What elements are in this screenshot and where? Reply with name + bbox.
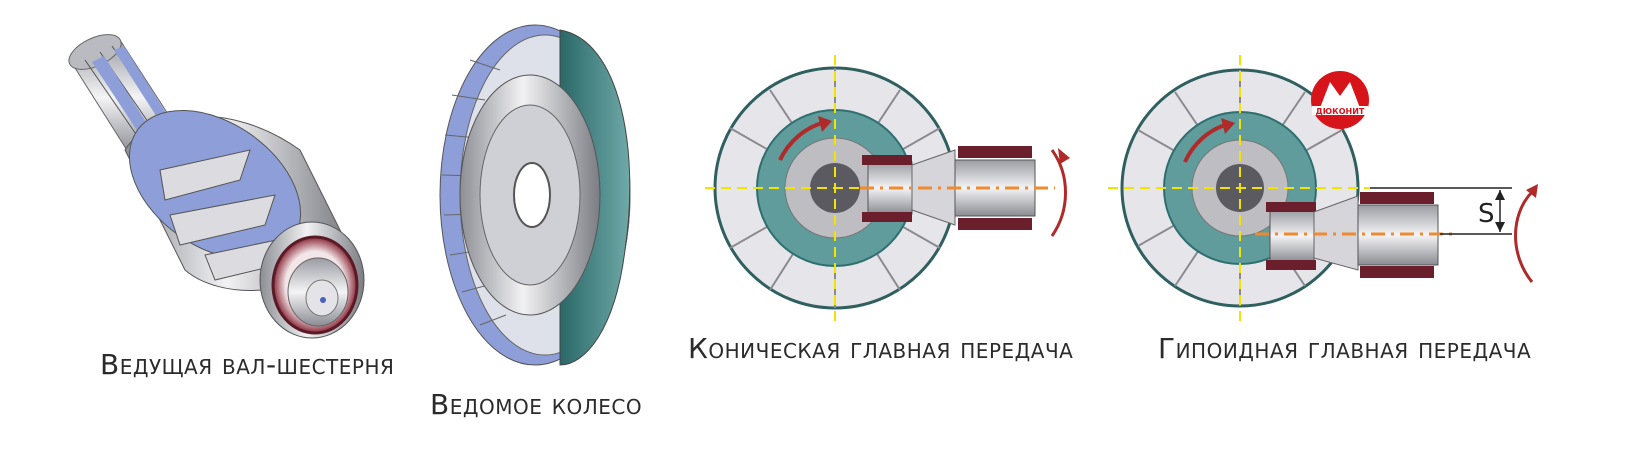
rotation-arrow-icon (1050, 149, 1067, 237)
rotation-arrow-icon (1221, 118, 1235, 134)
rotation-arrow-icon (1514, 190, 1534, 283)
rotation-arrow-icon (818, 116, 832, 132)
logo-badge-icon: ДЮКОНИТ (1311, 71, 1369, 129)
hypoid-drive-caption: Гипоидная главная передача (1158, 332, 1532, 365)
offset-label: S (1478, 199, 1495, 229)
drive-pinion-illustration (68, 34, 365, 339)
bevel-drive-caption: Коническая главная передача (688, 332, 1074, 365)
hypoid-drive-illustration: S ДЮКОНИТ (1108, 55, 1538, 322)
logo-text: ДЮКОНИТ (1316, 107, 1365, 116)
driven-gear-caption: Ведомое колесо (430, 388, 643, 421)
driven-gear-illustration (439, 24, 631, 366)
bevel-drive-illustration (705, 55, 1070, 322)
drive-pinion-caption: Ведущая вал-шестерня (100, 348, 395, 381)
